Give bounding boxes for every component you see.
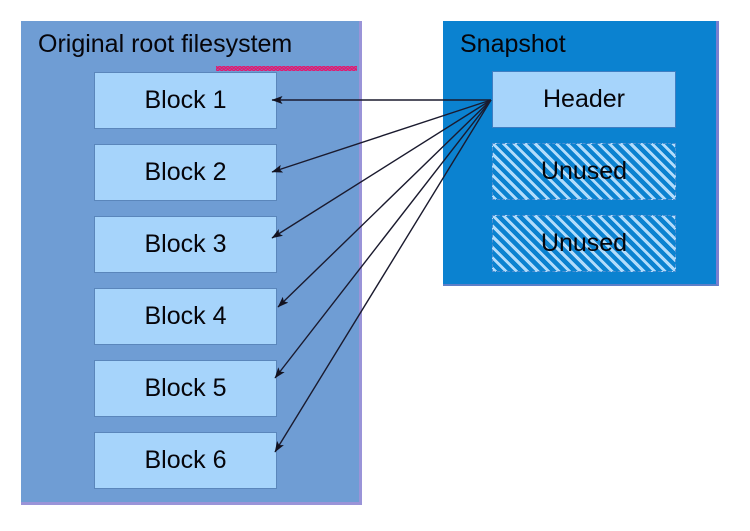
block-label: Block 4 <box>144 302 227 330</box>
filesystem-block-5: Block 5 <box>94 360 277 417</box>
snapshot-block-header: Header <box>492 71 676 128</box>
filesystem-block-2: Block 2 <box>94 144 277 201</box>
block-label: Block 1 <box>144 86 227 114</box>
filesystem-block-6: Block 6 <box>94 432 277 489</box>
snapshot-block-unused-2: Unused <box>492 215 676 272</box>
filesystem-block-1: Block 1 <box>94 72 277 129</box>
block-label: Block 3 <box>144 230 227 258</box>
block-label: Block 6 <box>144 446 227 474</box>
snapshot-panel: Snapshot Header Unused Unused <box>443 21 719 286</box>
snapshot-title: Snapshot <box>460 30 566 58</box>
block-label: Block 5 <box>144 374 227 402</box>
spellcheck-squiggle-icon <box>216 66 357 71</box>
filesystem-block-4: Block 4 <box>94 288 277 345</box>
filesystem-block-3: Block 3 <box>94 216 277 273</box>
block-label: Header <box>543 85 625 113</box>
block-label: Unused <box>540 157 628 185</box>
original-filesystem-panel: Original root filesystem Block 1 Block 2… <box>21 21 362 505</box>
block-label: Unused <box>540 229 628 257</box>
original-filesystem-title: Original root filesystem <box>38 30 293 58</box>
snapshot-block-unused-1: Unused <box>492 143 676 200</box>
block-label: Block 2 <box>144 158 227 186</box>
